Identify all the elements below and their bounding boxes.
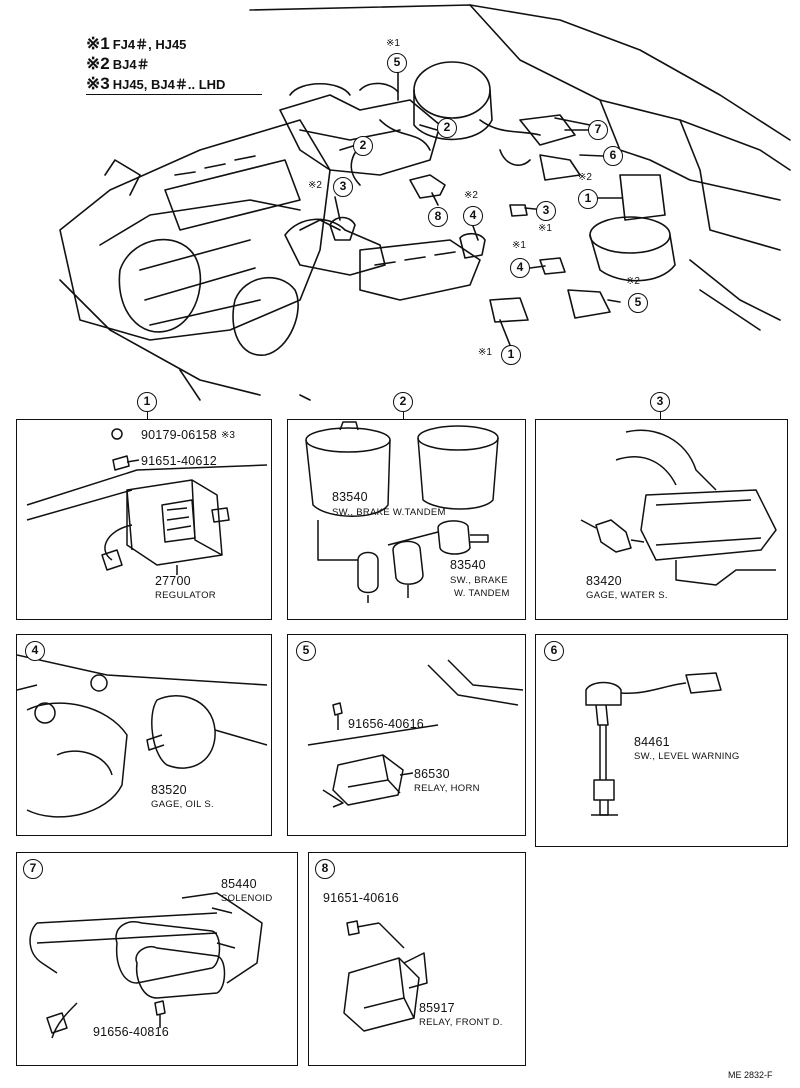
section-label-7: 7 bbox=[23, 859, 43, 879]
note-lower: ※2 bbox=[626, 276, 640, 287]
callout-2-left: 2 bbox=[353, 136, 373, 156]
panel-water-gage: 83420 GAGE, WATER S. bbox=[535, 419, 788, 620]
legend-models: BJ4＃ bbox=[112, 57, 150, 72]
horn-relay-illustration bbox=[307, 659, 524, 808]
section-label-6: 6 bbox=[544, 641, 564, 661]
legend-models: HJ45, BJ4＃.. LHD bbox=[112, 77, 226, 92]
front-relay-illustration bbox=[343, 920, 428, 1032]
part-number-level-switch: 84461 bbox=[634, 735, 670, 749]
level-switch-illustration bbox=[585, 672, 722, 816]
callout-6: 6 bbox=[603, 146, 623, 166]
panel-brake-switch: 83540 SW., BRAKE W.TANDEM 83540 SW., BRA… bbox=[287, 419, 526, 620]
note-mark: ※3 bbox=[86, 74, 110, 93]
part-number-front-relay: 85917 bbox=[419, 1001, 455, 1015]
note-left: ※2 bbox=[308, 180, 322, 191]
part-desc-brake-switch-b2: W. TANDEM bbox=[454, 588, 510, 599]
regulator-illustration bbox=[26, 428, 268, 575]
part-number-bolt-91656-40616: 91656-40616 bbox=[348, 717, 424, 731]
section-label-2: 2 bbox=[393, 392, 413, 412]
part-number-bolt-91651: 91651-40612 bbox=[141, 454, 217, 468]
note-mid: ※2 bbox=[464, 190, 478, 201]
panel-level-switch: 6 84461 SW., LEVEL WARNING bbox=[535, 634, 788, 847]
note-mid-1: ※1 bbox=[538, 223, 552, 234]
part-number-water-gage: 83420 bbox=[586, 574, 622, 588]
note-mark: ※1 bbox=[86, 34, 110, 53]
part-desc-level-switch: SW., LEVEL WARNING bbox=[634, 751, 740, 762]
leader-1 bbox=[147, 412, 148, 422]
brake-switch-illustration bbox=[305, 421, 499, 603]
figure-number: ME 2832-F bbox=[728, 1070, 773, 1080]
callout-1-bottom: 1 bbox=[501, 345, 521, 365]
panel-horn-relay: 5 91656-40616 86530 RELAY, HORN bbox=[287, 634, 526, 836]
part-number-brake-switch-a: 83540 bbox=[332, 490, 368, 504]
callout-4-lower: 4 bbox=[510, 258, 530, 278]
part-number-solenoid: 85440 bbox=[221, 877, 257, 891]
part-desc-brake-switch-a: SW., BRAKE W.TANDEM bbox=[332, 507, 446, 518]
part-desc-oil-gage: GAGE, OIL S. bbox=[151, 799, 214, 810]
section-label-5: 5 bbox=[296, 641, 316, 661]
callout-7: 7 bbox=[588, 120, 608, 140]
oil-gage-illustration bbox=[17, 654, 268, 818]
panel-front-relay: 8 91651-40616 85917 RELAY, FRONT D. bbox=[308, 852, 526, 1066]
callout-3-left: 3 bbox=[333, 177, 353, 197]
callout-1-right: 1 bbox=[578, 189, 598, 209]
note-bottom: ※1 bbox=[478, 347, 492, 358]
callout-5-top: 5 bbox=[387, 53, 407, 73]
engine-bay-illustration bbox=[59, 4, 791, 401]
part-number-regulator: 27700 bbox=[155, 574, 191, 588]
leader-2 bbox=[403, 412, 404, 422]
part-desc-front-relay: RELAY, FRONT D. bbox=[419, 1017, 503, 1028]
section-label-4: 4 bbox=[25, 641, 45, 661]
part-desc-horn-relay: RELAY, HORN bbox=[414, 783, 480, 794]
section-label-1: 1 bbox=[137, 392, 157, 412]
solenoid-illustration bbox=[29, 892, 263, 1039]
part-number-brake-switch-b: 83540 bbox=[450, 558, 486, 572]
part-number-bolt-91651-40616: 91651-40616 bbox=[323, 891, 399, 905]
water-gage-illustration bbox=[580, 429, 777, 586]
panel-regulator: 90179-06158 ※3 91651-40612 27700 REGULAT… bbox=[16, 419, 272, 620]
callout-4-mid: 4 bbox=[463, 206, 483, 226]
note-mid-2: ※1 bbox=[512, 240, 526, 251]
part-number-bolt-91656-40816: 91656-40816 bbox=[93, 1025, 169, 1039]
callout-2-right: 2 bbox=[437, 118, 457, 138]
panel-oil-gage: 4 83520 GAGE, OIL S. bbox=[16, 634, 272, 836]
part-number-oil-gage: 83520 bbox=[151, 783, 187, 797]
note-top: ※1 bbox=[386, 38, 400, 49]
bolt-note: ※3 bbox=[221, 430, 235, 441]
part-desc-solenoid: SOLENOID bbox=[221, 893, 273, 904]
part-desc-regulator: REGULATOR bbox=[155, 590, 216, 601]
callout-3-mid: 3 bbox=[536, 201, 556, 221]
leader-3 bbox=[660, 412, 661, 422]
part-number-horn-relay: 86530 bbox=[414, 767, 450, 781]
legend-underline bbox=[86, 94, 262, 95]
part-number-bolt-90179: 90179-06158 bbox=[141, 428, 217, 442]
legend-models: FJ4＃, HJ45 bbox=[112, 37, 187, 52]
callout-5-lower: 5 bbox=[628, 293, 648, 313]
panel-solenoid: 7 85440 SOLENOID 91656-40816 bbox=[16, 852, 298, 1066]
callout-8: 8 bbox=[428, 207, 448, 227]
section-label-3: 3 bbox=[650, 392, 670, 412]
part-desc-brake-switch-b1: SW., BRAKE bbox=[450, 575, 508, 586]
note-mark: ※2 bbox=[86, 54, 110, 73]
part-desc-water-gage: GAGE, WATER S. bbox=[586, 590, 668, 601]
section-label-8: 8 bbox=[315, 859, 335, 879]
note-right: ※2 bbox=[578, 172, 592, 183]
